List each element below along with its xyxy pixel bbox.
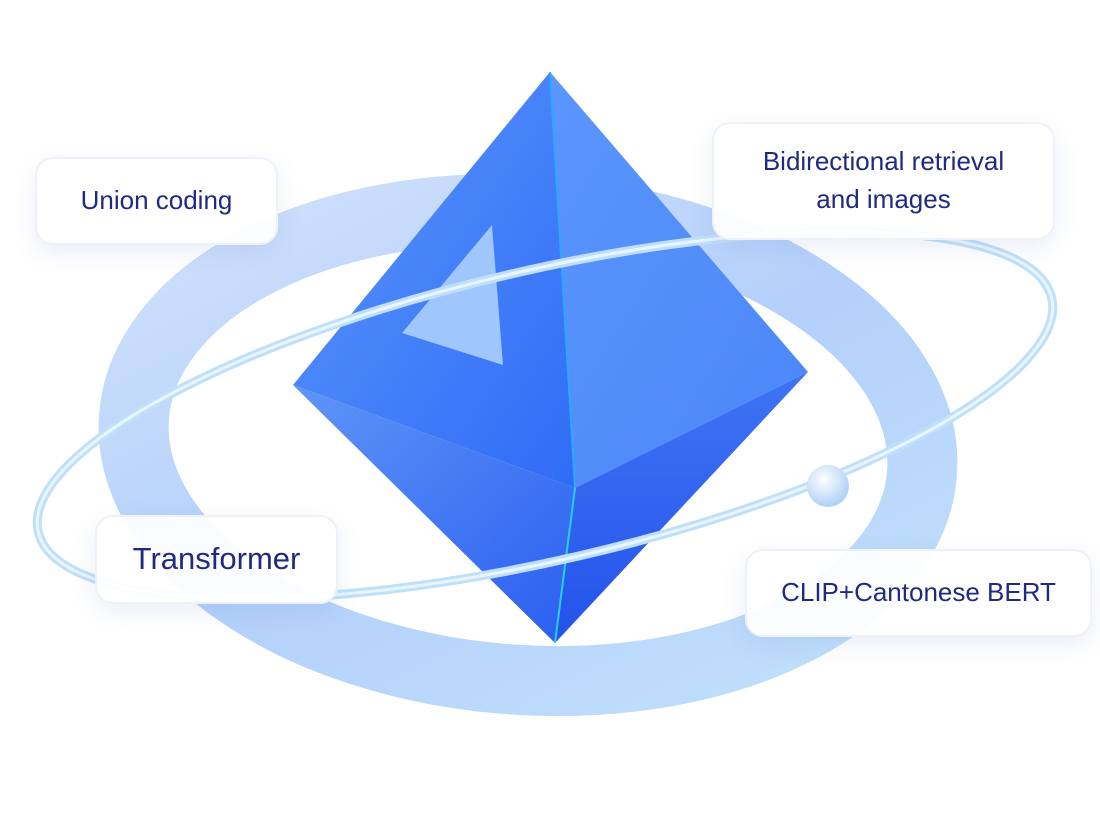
label-clip-bert: CLIP+Cantonese BERT	[745, 549, 1092, 637]
label-union-coding: Union coding	[35, 157, 278, 245]
thin-orbit	[32, 227, 1058, 603]
triangle-icon	[402, 225, 503, 365]
label-union-coding-text: Union coding	[80, 185, 233, 216]
orbit-sphere-icon	[807, 465, 849, 507]
label-transformer: Transformer	[95, 515, 338, 604]
label-bidirectional-retrieval: Bidirectional retrieval and images	[712, 122, 1055, 240]
label-transformer-text: Transformer	[132, 541, 301, 577]
label-bidirectional-line2: and images	[816, 184, 951, 214]
gem-icon	[293, 71, 808, 644]
label-clip-bert-text: CLIP+Cantonese BERT	[781, 577, 1056, 608]
label-bidirectional-line1: Bidirectional retrieval	[762, 146, 1005, 177]
